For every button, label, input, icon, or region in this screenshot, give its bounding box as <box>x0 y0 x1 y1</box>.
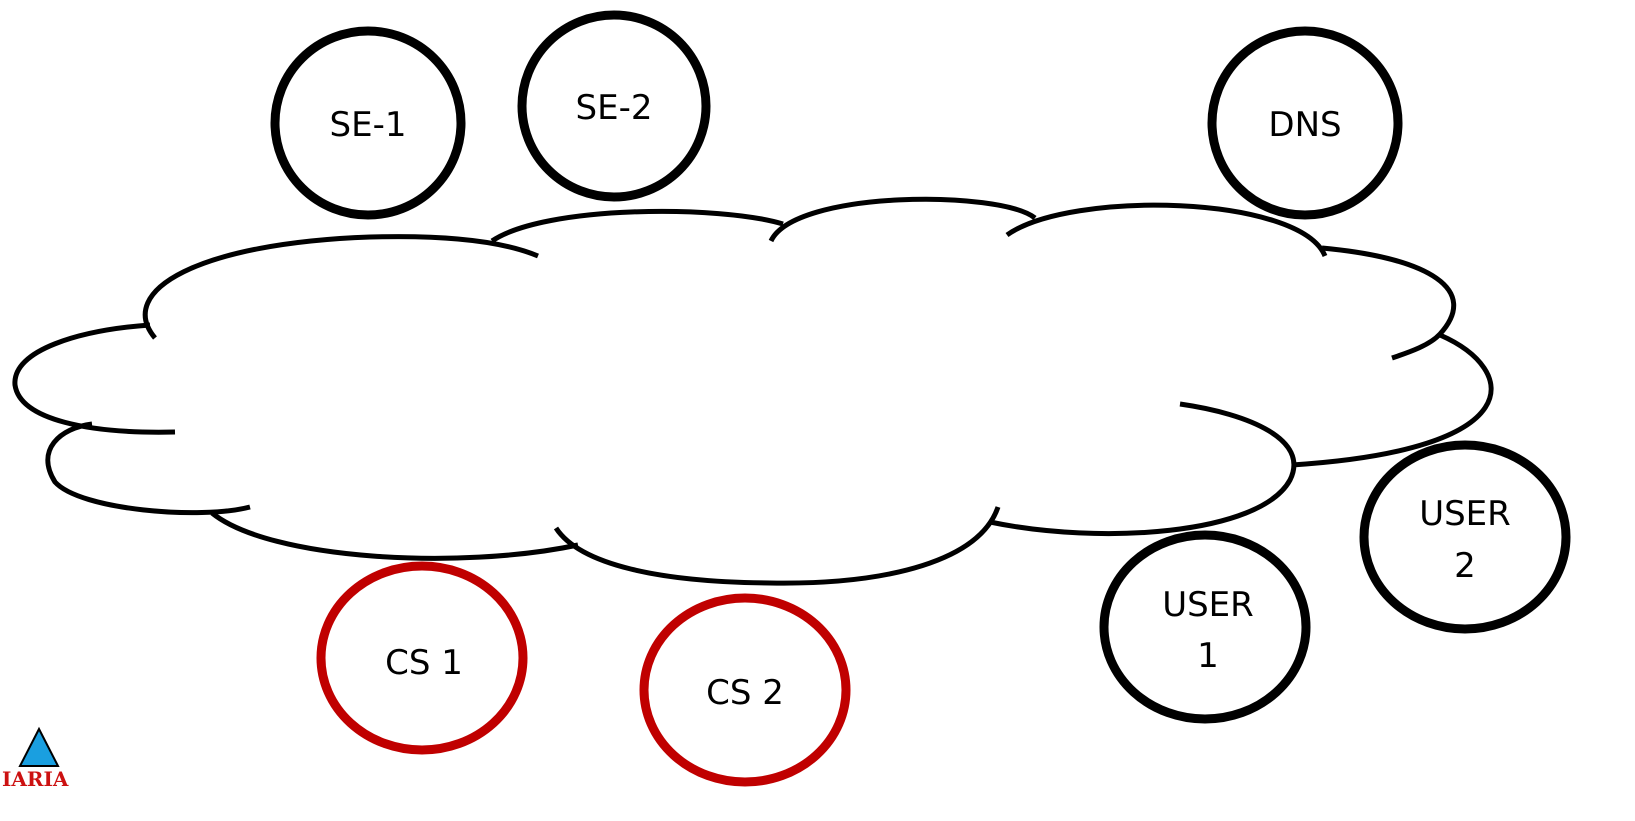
node-se1: SE-1 <box>270 26 466 220</box>
node-circle <box>270 26 466 220</box>
cloud-lobe <box>12 322 176 435</box>
node-circle <box>1099 530 1311 724</box>
node-label: CS 2 <box>706 673 784 713</box>
cloud-lobe <box>45 421 251 516</box>
node-dns: DNS <box>1207 26 1403 220</box>
node-circle <box>1207 26 1403 220</box>
node-user1: USER 1 <box>1099 530 1311 724</box>
cloud-lobe <box>989 401 1297 537</box>
node-circle <box>316 561 528 755</box>
node-label-line1: USER <box>1162 585 1254 625</box>
node-label: DNS <box>1268 105 1341 145</box>
logo-triangle-icon <box>18 726 60 767</box>
iaria-logo: IARIA <box>2 726 69 791</box>
logo-text: IARIA <box>2 767 69 791</box>
cloud-lobe <box>1291 332 1494 468</box>
node-user2: USER 2 <box>1359 440 1571 634</box>
cloud-lobe <box>1005 202 1328 258</box>
cloud-lobe <box>1321 245 1457 361</box>
node-circle <box>1359 440 1571 634</box>
node-cs1: CS 1 <box>316 561 528 755</box>
network-cloud <box>12 196 1494 586</box>
node-label: CS 1 <box>385 643 463 683</box>
cloud-lobe <box>210 511 579 561</box>
cloud-lobe <box>142 234 539 340</box>
node-cs2: CS 2 <box>639 593 851 787</box>
node-label-line2: 1 <box>1197 636 1219 676</box>
node-label: SE-2 <box>576 88 653 128</box>
node-circle <box>639 593 851 787</box>
node-label-line2: 2 <box>1454 546 1476 586</box>
cloud-lobe <box>768 196 1037 243</box>
node-label-line1: USER <box>1419 494 1511 534</box>
node-se2: SE-2 <box>517 10 711 202</box>
node-circle <box>517 10 711 202</box>
node-label: SE-1 <box>330 105 407 145</box>
cloud-lobe <box>553 506 1001 586</box>
cloud-lobe <box>490 208 784 244</box>
